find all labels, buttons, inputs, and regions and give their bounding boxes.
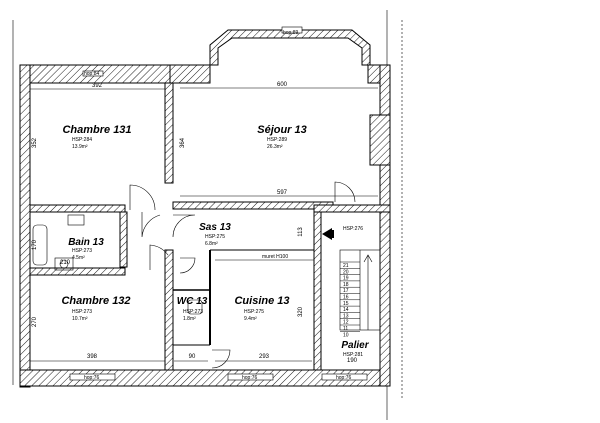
room-area-chambre-132: 10.7m² [72,316,88,322]
window-label-top: hop:89 [283,30,299,36]
dimension-label: 210 [60,260,71,266]
stair-step-number: 19 [343,276,349,282]
entrance-arrow-icon [322,228,334,240]
dimension-lines [30,87,378,362]
room-area-bain-13: 4.5m² [72,255,85,261]
room-hsp-chambre-132: HSP:273 [72,309,92,315]
room-area-sas-13: 6.8m² [205,241,218,247]
dimension-label: 113 [298,227,304,237]
room-hsp-palier: HSP:281 [343,352,363,358]
dimension-label: 352 [32,137,38,148]
stair-step-number: 11 [343,326,348,332]
window-label-bottom-1: hop:76 [84,375,100,381]
stair-step-number: 13 [343,313,349,319]
dimension-label: 90 [189,354,196,360]
room-name-chambre-132: Chambre 132 [61,295,130,307]
door-swings [129,181,356,369]
room-hsp-wc-13: HSP:273 [183,309,203,315]
stair-step-number: 10 [343,332,349,338]
room-name-chambre-131: Chambre 131 [62,124,131,136]
dimension-label: 320 [298,306,304,317]
room-hsp-cuisine-13: HSP:275 [244,309,264,315]
stair-step-number: 16 [343,295,349,301]
dimension-label: 392 [92,83,103,89]
windows [69,70,368,381]
room-area-chambre-131: 13.9m² [72,144,88,150]
bathroom-fixtures [32,214,203,315]
stair-step-number: 17 [343,288,349,294]
room-name-sas-13: Sas 13 [199,222,231,233]
room-name-palier: Palier [341,340,369,351]
bay-window [209,26,371,66]
room-area-cuisine-13: 9.4m² [244,316,257,322]
window-label-bottom-2: hop:76 [242,375,258,381]
dimension-label: 293 [259,354,270,360]
stair-step-number: 15 [343,301,349,307]
dimension-label: 364 [180,137,186,148]
window-label-bedroom: hop:84 [84,71,100,77]
room-area-wc-13: 1.8m² [183,316,196,322]
dimension-label: 170 [32,239,38,250]
stair-step-number: 18 [343,282,349,288]
room-name-sejour-13: Séjour 13 [257,124,307,136]
stair-step-number: 21 [343,263,349,269]
interior-walls [29,82,391,371]
stair-hsp-label: HSP:276 [343,226,363,232]
dimension-label: 600 [277,82,288,88]
stair-step-number: 12 [343,320,349,326]
room-hsp-sejour-13: HSP:289 [267,137,287,143]
muret-label: muret H100 [262,254,288,260]
room-area-sejour-13: 26.3m² [267,144,283,150]
dimension-label: 190 [347,358,358,364]
dimension-label: 398 [87,354,98,360]
room-hsp-chambre-131: HSP:284 [72,137,92,143]
window-label-bottom-3: hop:76 [336,375,352,381]
room-hsp-bain-13: HSP:273 [72,248,92,254]
staircase [339,249,381,332]
stair-step-number: 20 [343,269,349,275]
room-name-wc-13: WC 13 [177,296,208,307]
dimension-label: 270 [32,316,38,327]
room-hsp-sas-13: HSP:275 [205,234,225,240]
room-name-cuisine-13: Cuisine 13 [234,295,289,307]
room-name-bain-13: Bain 13 [68,237,104,248]
stair-step-number: 14 [343,307,349,313]
dimension-label: 597 [277,190,288,196]
